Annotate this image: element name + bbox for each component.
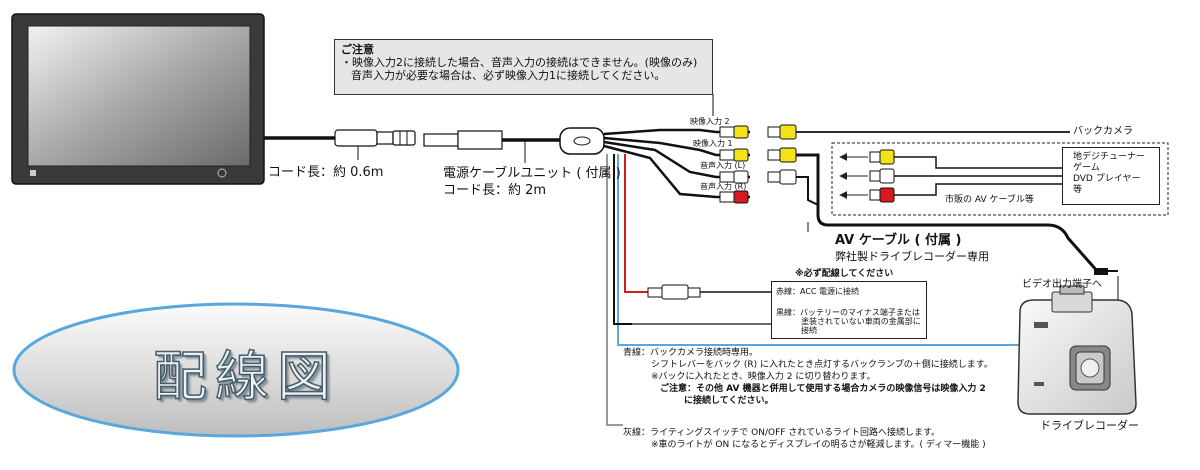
rca-jack-audio-l: [719, 170, 749, 184]
video-out-terminal: ビデオ出力端子へ: [1022, 279, 1102, 290]
black-wire-note3: 接続: [801, 326, 817, 335]
red-wire: [624, 154, 652, 293]
drive-recorder-device: [1017, 285, 1137, 415]
device-item: 地デジチューナー: [1073, 152, 1146, 162]
device-item: 等: [1073, 185, 1083, 195]
notice-title: ご注意: [341, 43, 374, 56]
rca-jack-video1: [719, 148, 749, 162]
av-box-plug-yellow: [869, 149, 895, 165]
label-audio-in-l: 音声入力 (L): [700, 161, 746, 170]
label-commercial-av: 市販の AV ケーブル等: [945, 195, 1034, 205]
black-wire: [613, 154, 632, 325]
diagram-title: 配線図: [152, 344, 339, 409]
must-connect: ※必ず配線してください: [795, 269, 894, 279]
label-audio-in-r: 音声入力 (R): [700, 182, 747, 191]
connector-inline: [334, 129, 416, 147]
blue-wire-notice1: ご注意：その他 AV 機器と併用して使用する場合カメラの映像信号は映像入力 2: [660, 384, 986, 394]
notice-line1: ・映像入力2に接続した場合、音声入力の接続はできません。(映像のみ): [341, 56, 698, 69]
must-connect-box: [771, 281, 927, 339]
blue-wire-line1: シフトレバーをバック (R) に入れたとき点灯するバックランプの＋側に接続します…: [651, 360, 993, 370]
av-cable-name: AV ケーブル ( 付属 ): [835, 233, 962, 248]
rca-plug-camera: [767, 124, 797, 140]
label-back-camera: バックカメラ: [1073, 126, 1133, 137]
device-list-box: 地デジチューナー ゲーム DVD プレイヤー 等: [1062, 147, 1160, 205]
monitor: [11, 13, 265, 185]
notice-box: ご注意 ・映像入力2に接続した場合、音声入力の接続はできません。(映像のみ) 音…: [334, 39, 713, 95]
gray-wire-line1: 灰線：ライティングスイッチで ON/OFF されているライト回路へ接続します。: [623, 428, 941, 438]
rca-plug-av-audio: [767, 169, 797, 185]
power-unit-length: コード長：約 2m: [443, 183, 547, 198]
notice-line2: 音声入力が必要な場合は、必ず映像入力1に接続してください。: [351, 69, 666, 82]
color-wires: [606, 154, 1040, 426]
drive-recorder-label: ドライブレコーダー: [1040, 419, 1139, 432]
blue-wire-line2: ※バックに入れたとき、映像入力 2 に切り替わります。: [651, 372, 876, 382]
rca-plug-av-video: [767, 147, 797, 163]
blue-wire-title: 青線：バックカメラ接続時専用。: [623, 348, 759, 358]
av-box-plug-white: [869, 168, 895, 184]
black-wire-note2: 塗装されていない車両の金属部に: [801, 317, 921, 326]
blue-wire-notice2: に接続してください。: [684, 396, 774, 406]
code-length-short: コード長：約 0.6m: [268, 165, 384, 180]
rca-jack-video2: [719, 125, 749, 139]
device-item: ゲーム: [1073, 163, 1100, 173]
gray-wire: [606, 154, 623, 426]
label-video-in-2: 映像入力 2: [690, 117, 730, 126]
blue-wire: [617, 154, 1040, 346]
junction-box: [559, 127, 605, 155]
av-box-plug-red: [869, 187, 895, 203]
label-video-in-1: 映像入力 1: [693, 139, 733, 148]
power-unit-connector: [423, 130, 503, 150]
red-wire-note: 赤線：ACC 電源に接続: [776, 287, 860, 296]
rca-jack-audio-r: [719, 190, 749, 204]
title-oval: [12, 302, 460, 438]
av-cable-dashed-box: [831, 142, 1169, 216]
fuse-connector: [647, 284, 701, 300]
device-item: DVD プレイヤー: [1073, 174, 1141, 184]
av-cable-desc: 弊社製ドライブレコーダー専用: [835, 250, 989, 263]
gray-wire-line2: ※車のライトが ON になるとディスプレイの明るさが軽減します。( ディマー機能…: [651, 440, 986, 450]
black-wire-note1: 黒線：バッテリーのマイナス端子または: [776, 308, 920, 317]
power-unit-name: 電源ケーブルユニット ( 付属 ): [443, 166, 621, 181]
